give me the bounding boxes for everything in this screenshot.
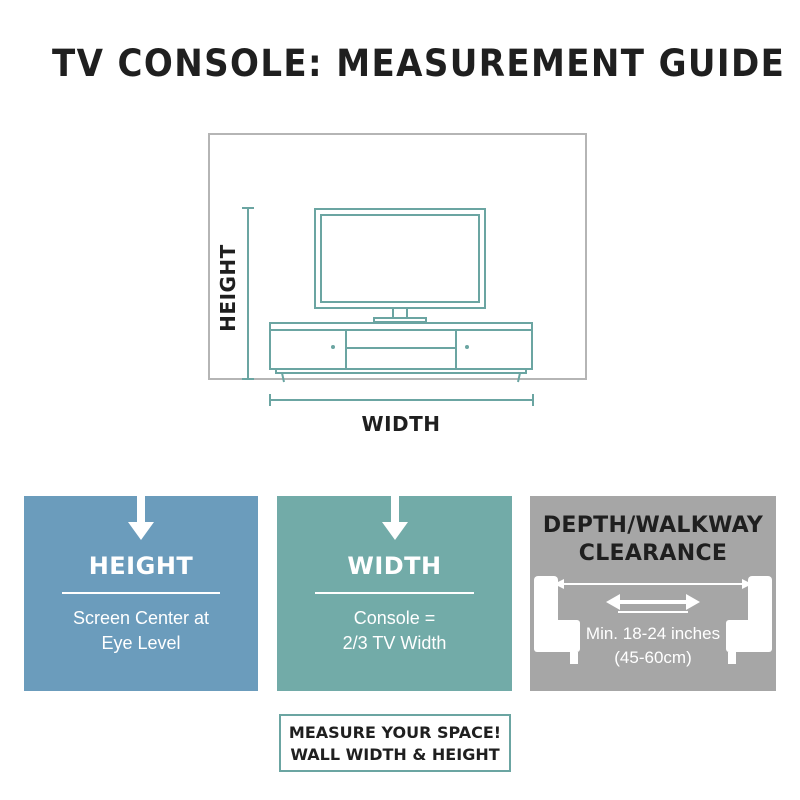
wall-outline bbox=[208, 133, 587, 380]
console-icon bbox=[269, 322, 533, 383]
measure-space-callout: MEASURE YOUR SPACE! WALL WIDTH & HEIGHT bbox=[279, 714, 511, 772]
height-card-heading: HEIGHT bbox=[88, 552, 194, 580]
height-card: HEIGHT Screen Center at Eye Level bbox=[24, 496, 258, 691]
armchair-left-icon bbox=[534, 576, 580, 664]
divider bbox=[315, 592, 474, 594]
walkway-arrow-long bbox=[554, 579, 752, 589]
down-arrow-icon bbox=[128, 496, 154, 540]
width-dimension-label: WIDTH bbox=[361, 412, 441, 436]
width-dimension-line bbox=[269, 394, 534, 406]
page-title: TV CONSOLE: MEASUREMENT GUIDE bbox=[52, 42, 786, 85]
armchair-right-icon bbox=[726, 576, 772, 664]
width-card-line: Console = bbox=[353, 608, 436, 628]
tv-icon bbox=[314, 208, 486, 323]
depth-card-text: Min. 18-24 inches (45-60cm) bbox=[570, 622, 736, 670]
divider bbox=[62, 592, 220, 594]
height-card-text: Screen Center at Eye Level bbox=[34, 606, 248, 656]
width-card-line: 2/3 TV Width bbox=[342, 633, 447, 653]
height-card-line: Eye Level bbox=[101, 633, 181, 653]
width-card-heading: WIDTH bbox=[347, 552, 442, 580]
depth-card-line: Min. 18-24 inches bbox=[585, 624, 721, 643]
walkway-arrow-short bbox=[606, 594, 700, 610]
height-dimension-label: HEIGHT bbox=[216, 244, 240, 332]
depth-card-line: (45-60cm) bbox=[614, 648, 692, 667]
width-card: WIDTH Console = 2/3 TV Width bbox=[277, 496, 512, 691]
height-card-line: Screen Center at bbox=[72, 608, 210, 628]
depth-heading-line: DEPTH/WALKWAY bbox=[542, 513, 764, 538]
width-card-text: Console = 2/3 TV Width bbox=[287, 606, 502, 656]
depth-card-heading: DEPTH/WALKWAY CLEARANCE bbox=[530, 512, 776, 568]
down-arrow-icon bbox=[381, 496, 408, 540]
depth-heading-line: CLEARANCE bbox=[578, 541, 728, 566]
console-knobs bbox=[331, 345, 469, 349]
tv-console-diagram bbox=[208, 133, 587, 406]
height-dimension-line bbox=[242, 207, 254, 380]
walkway-diagram bbox=[534, 576, 772, 664]
callout-line: MEASURE YOUR SPACE! bbox=[288, 723, 502, 742]
depth-card: DEPTH/WALKWAY CLEARANCE Min. 18-24 inche… bbox=[530, 496, 776, 691]
callout-line: WALL WIDTH & HEIGHT bbox=[290, 745, 500, 764]
